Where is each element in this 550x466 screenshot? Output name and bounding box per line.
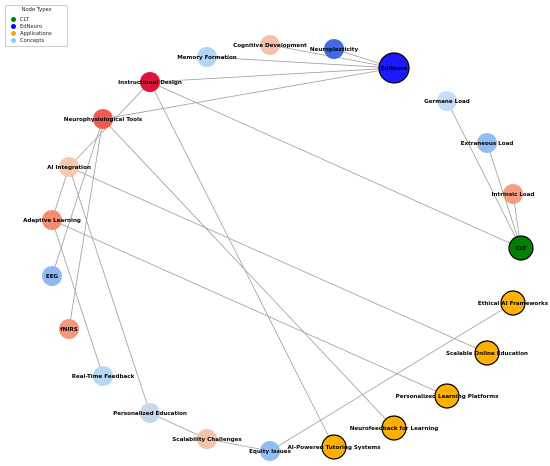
node-ai-integration[interactable] — [59, 157, 79, 177]
node-personalized-education[interactable] — [140, 403, 160, 423]
edge-clt-germane-load — [446, 100, 522, 249]
node-label-extraneous-load: Extraneous Load — [461, 141, 514, 147]
legend-label-clt: CLT — [20, 16, 29, 23]
node-fnirs[interactable] — [59, 319, 79, 339]
node-eeg[interactable] — [42, 266, 62, 286]
node-label-intrinsic-load: Intrinsic Load — [491, 192, 534, 198]
legend-marker-edneuro — [11, 24, 16, 29]
edge-scalability-challenges-equity-issues — [206, 438, 271, 452]
legend: Node Types CLT EdNeuro Applications Conc… — [5, 5, 68, 47]
legend-label-edneuro: EdNeuro — [20, 23, 43, 30]
legend-label-applications: Applications — [20, 30, 52, 37]
node-clt[interactable] — [508, 235, 534, 261]
node-label-ai-integration: AI Integration — [47, 165, 91, 171]
node-label-clt: CLT — [516, 246, 527, 252]
node-label-personalized-platforms: Personalized Learning Platforms — [396, 394, 499, 400]
node-label-real-time-feedback: Real-Time Feedback — [72, 374, 135, 380]
edge-edneuro-neurophysiological-tools — [102, 67, 395, 120]
edge-clt-instructional-design — [149, 81, 522, 249]
node-instructional-design[interactable] — [140, 72, 160, 92]
legend-marker-applications — [11, 31, 16, 36]
node-label-memory-formation: Memory Formation — [177, 55, 237, 61]
edge-instructional-design-ai-tutoring — [149, 81, 335, 448]
node-edneuro[interactable] — [378, 52, 410, 84]
edge-adaptive-learning-personalized-platforms — [51, 219, 448, 397]
edge-equity-issues-ethical-ai — [269, 302, 514, 452]
legend-item-clt: CLT — [11, 16, 29, 23]
legend-label-concepts: Concepts — [20, 37, 45, 44]
edge-ai-integration-personalized-education — [68, 166, 151, 414]
node-label-fnirs: fNIRS — [60, 327, 78, 333]
node-label-ai-tutoring: AI-Powered Tutoring Systems — [287, 445, 381, 451]
node-scalability-challenges[interactable] — [197, 429, 217, 449]
edge-neurophysiological-tools-eeg — [51, 118, 104, 277]
legend-marker-clt — [11, 17, 16, 22]
node-label-instructional-design: Instructional Design — [118, 80, 182, 86]
legend-marker-concepts — [11, 38, 16, 43]
node-germane-load[interactable] — [437, 91, 457, 111]
edge-ai-integration-scalable-online — [68, 166, 488, 354]
legend-item-applications: Applications — [11, 30, 52, 37]
node-label-ethical-ai: Ethical AI Frameworks — [478, 301, 549, 307]
node-label-cognitive-development: Cognitive Development — [233, 43, 307, 49]
node-label-adaptive-learning: Adaptive Learning — [23, 218, 81, 224]
edge-edneuro-memory-formation — [206, 56, 395, 69]
node-memory-formation[interactable] — [197, 47, 217, 67]
node-label-equity-issues: Equity Issues — [249, 449, 292, 455]
node-ai-tutoring[interactable] — [321, 434, 347, 460]
node-label-eeg: EEG — [46, 274, 59, 280]
node-layer — [42, 35, 534, 461]
node-personalized-platforms[interactable] — [434, 383, 460, 409]
node-label-germane-load: Germane Load — [424, 99, 470, 105]
node-label-neurofeedback: Neurofeedback for Learning — [350, 426, 439, 432]
node-equity-issues[interactable] — [260, 441, 280, 461]
node-neuroplasticity[interactable] — [324, 39, 344, 59]
node-neurofeedback[interactable] — [381, 415, 407, 441]
node-extraneous-load[interactable] — [477, 133, 497, 153]
edge-adaptive-learning-real-time-feedback — [51, 219, 104, 377]
node-ethical-ai[interactable] — [500, 290, 526, 316]
edge-neurophysiological-tools-neurofeedback — [102, 118, 395, 429]
node-cognitive-development[interactable] — [260, 35, 280, 55]
legend-item-concepts: Concepts — [11, 37, 44, 44]
node-label-scalable-online: Scalable Online Education — [446, 351, 528, 357]
node-real-time-feedback[interactable] — [93, 366, 113, 386]
node-label-neurophysiological-tools: Neurophysiological Tools — [64, 117, 143, 123]
node-label-personalized-education: Personalized Education — [113, 411, 187, 417]
node-label-neuroplasticity: Neuroplasticity — [310, 47, 359, 53]
node-label-edneuro: EdNeuro — [381, 66, 408, 72]
legend-item-edneuro: EdNeuro — [11, 23, 42, 30]
edge-edneuro-instructional-design — [149, 67, 395, 83]
edge-neurophysiological-tools-fnirs — [68, 118, 104, 330]
node-scalable-online[interactable] — [474, 340, 500, 366]
node-label-scalability-challenges: Scalability Challenges — [172, 437, 242, 443]
node-neurophysiological-tools[interactable] — [93, 109, 113, 129]
node-adaptive-learning[interactable] — [42, 210, 62, 230]
legend-title: Node Types — [21, 7, 52, 13]
edge-personalized-education-scalability-challenges — [149, 412, 208, 440]
node-intrinsic-load[interactable] — [503, 184, 523, 204]
